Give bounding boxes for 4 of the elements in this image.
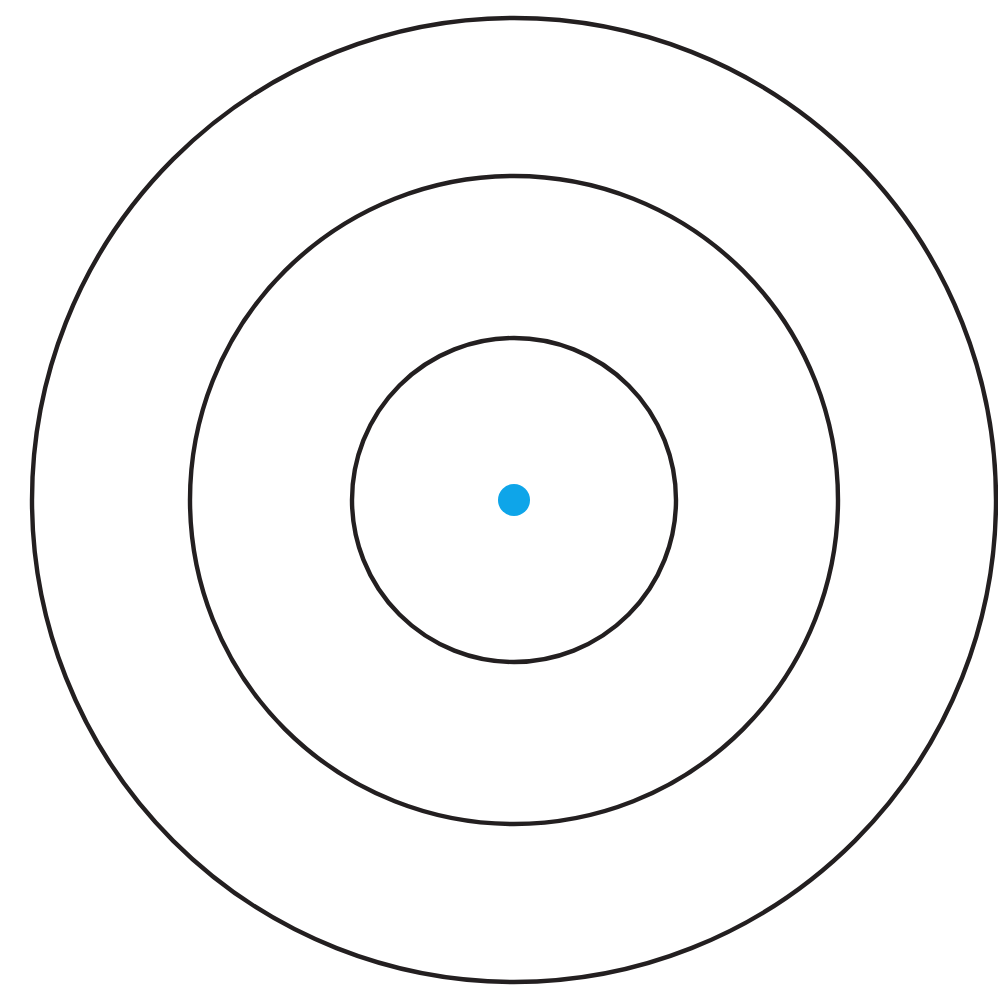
center-dot [498, 484, 530, 516]
outer-ring [30, 16, 998, 984]
inner-ring [350, 336, 678, 664]
middle-ring [188, 174, 840, 826]
